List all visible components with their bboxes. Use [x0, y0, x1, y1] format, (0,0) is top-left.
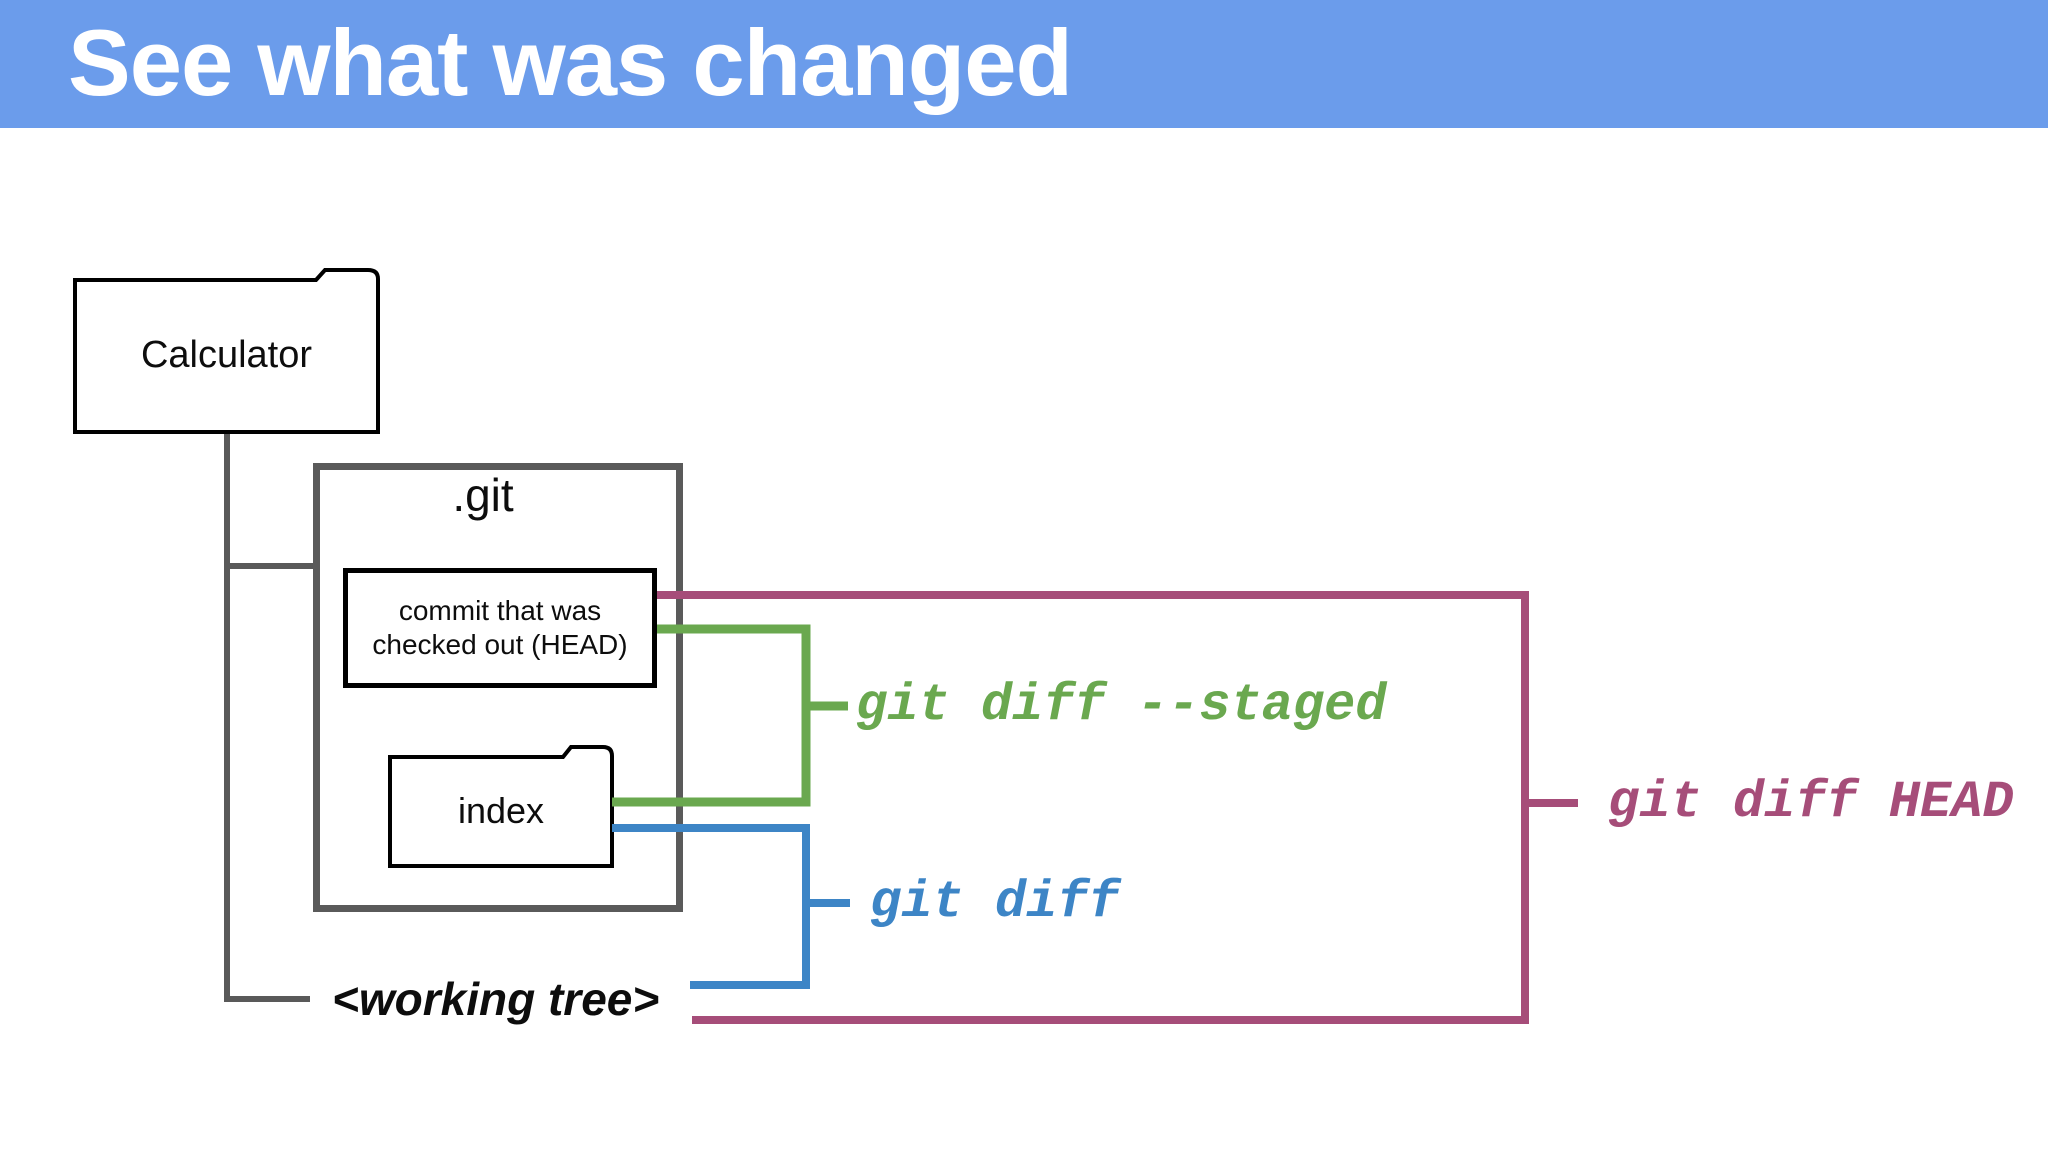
calculator-folder-shape: [73, 268, 380, 434]
git-diff-staged-line: [612, 624, 811, 807]
commit-box-label-line2: checked out (HEAD): [372, 629, 628, 660]
git-diff-head-command: git diff HEAD: [1608, 773, 2014, 832]
git-diff-head-line: [657, 591, 1529, 1024]
page-title: See what was changed: [68, 10, 1073, 115]
git-box-label: .git: [452, 469, 514, 521]
commit-box-label-line1: commit that was: [398, 595, 602, 626]
calculator-folder-label: Calculator: [140, 333, 313, 376]
header-bar: [0, 0, 2048, 128]
index-folder-label: index: [457, 789, 545, 831]
git-diff-command: git diff: [870, 873, 1120, 932]
index-folder-shape: [388, 745, 614, 868]
commit-box-label: commit that was checked out (HEAD): [346, 572, 654, 684]
commit-box-shape: [343, 568, 657, 688]
git-diff-staged-command: git diff --staged: [856, 676, 1387, 735]
working-tree-label: <working tree>: [332, 973, 660, 1025]
connector-calculator-working-tree: [224, 432, 310, 1002]
